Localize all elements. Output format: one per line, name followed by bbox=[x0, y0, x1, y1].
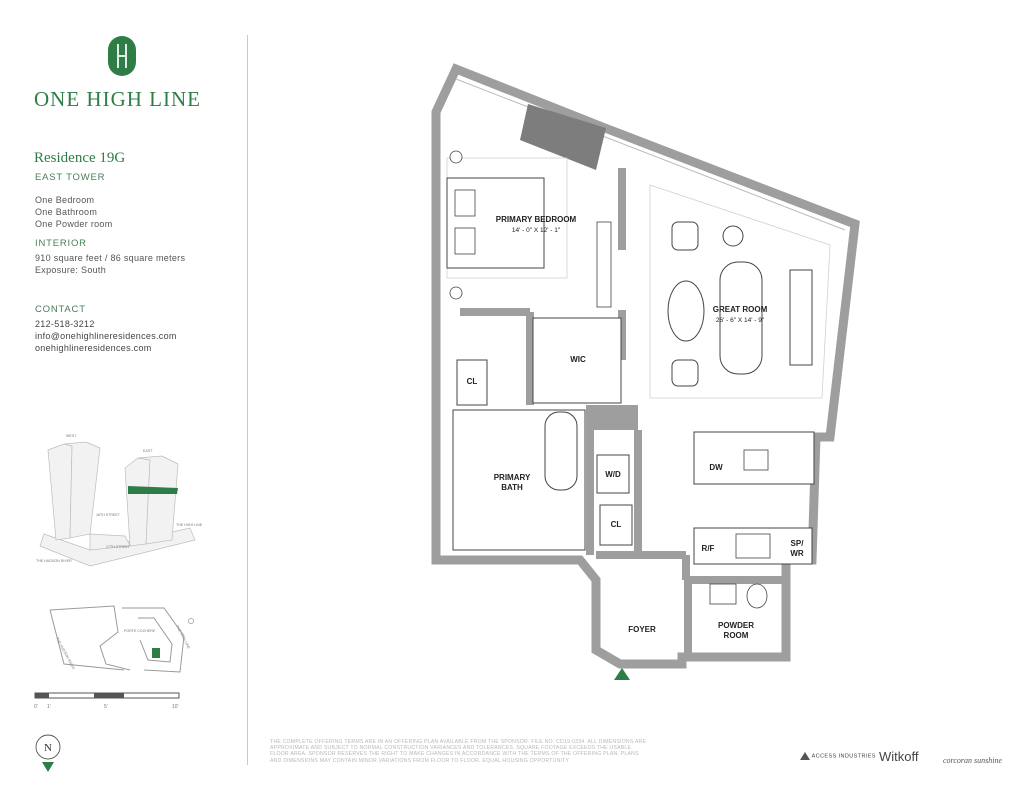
layout-summary: One Bedroom One Bathroom One Powder room bbox=[35, 194, 113, 230]
room-spwr-label-1: SP/ bbox=[791, 539, 805, 548]
room-great-dims: 26' - 6" X 14' - 9" bbox=[716, 317, 765, 324]
info-panel: ONE HIGH LINE Residence 19G EAST TOWER O… bbox=[0, 0, 248, 800]
interior-exposure: Exposure: South bbox=[35, 265, 107, 275]
room-wd-label: W/D bbox=[605, 470, 621, 479]
contact-phone[interactable]: 212-518-3212 bbox=[35, 319, 95, 329]
interior-info: 910 square feet / 86 square meters Expos… bbox=[35, 252, 185, 276]
massing-street2-label: 17TH STREET bbox=[106, 545, 131, 549]
room-foyer-label: FOYER bbox=[628, 625, 656, 634]
room-powder-label-2: ROOM bbox=[724, 631, 749, 640]
layout-bedrooms: One Bedroom bbox=[35, 195, 95, 205]
room-wic-label: WIC bbox=[570, 355, 586, 364]
room-closet-1-label: CL bbox=[467, 377, 478, 386]
residence-title: Residence 19G bbox=[34, 150, 126, 166]
room-bedroom-label: PRIMARY BEDROOM bbox=[496, 215, 577, 224]
building-massing-diagram: WEST EAST 18TH STREET THE HIGH LINE THE … bbox=[36, 434, 203, 567]
room-closet-2-label: CL bbox=[611, 520, 622, 529]
room-bedroom-dims: 14' - 0" X 12' - 1" bbox=[512, 227, 561, 234]
panel-divider bbox=[247, 35, 248, 765]
contact-info: 212-518-3212 info@onehighlineresidences.… bbox=[35, 318, 177, 354]
highlighted-floor-band bbox=[128, 486, 178, 494]
room-bath-label-2: BATH bbox=[501, 483, 523, 492]
massing-west-label: WEST bbox=[66, 434, 77, 438]
interior-heading: INTERIOR bbox=[35, 238, 87, 249]
scale-tick-5: 5' bbox=[104, 704, 108, 710]
brand-logo-icon bbox=[108, 36, 136, 76]
north-letter: N bbox=[44, 742, 52, 754]
room-dw-label: DW bbox=[709, 463, 723, 472]
room-great-label: GREAT ROOM bbox=[713, 305, 768, 314]
site-compass-icon bbox=[188, 618, 194, 624]
contact-heading: CONTACT bbox=[35, 304, 86, 315]
room-rf-label: R/F bbox=[702, 544, 715, 553]
site-court-label: PORTE COCHERE bbox=[124, 629, 156, 633]
structural-column bbox=[520, 104, 606, 170]
contact-email[interactable]: info@onehighlineresidences.com bbox=[35, 331, 177, 341]
interior-size: 910 square feet / 86 square meters bbox=[35, 253, 186, 263]
tower-label: EAST TOWER bbox=[35, 172, 106, 183]
scale-tick-1: 1' bbox=[47, 704, 51, 710]
layout-powder: One Powder room bbox=[35, 219, 113, 229]
partner-witkoff-logo: Witkoff bbox=[879, 749, 919, 764]
site-building-marker bbox=[152, 648, 160, 658]
partner-corcoran-logo: corcoran sunshine bbox=[943, 756, 1003, 765]
massing-river-label: THE HUDSON RIVER bbox=[36, 559, 72, 563]
layout-bathrooms: One Bathroom bbox=[35, 207, 98, 217]
site-map: THE HUDSON RIVER THE HIGH LINE PORTE COC… bbox=[49, 605, 194, 673]
north-arrow-icon: N bbox=[35, 734, 61, 772]
massing-highline-label: THE HIGH LINE bbox=[176, 523, 203, 527]
access-triangle-icon bbox=[800, 752, 810, 760]
entry-marker-icon bbox=[614, 668, 630, 680]
brand-name: ONE HIGH LINE bbox=[34, 87, 201, 111]
massing-street-label: 18TH STREET bbox=[96, 513, 121, 517]
scale-tick-10: 10' bbox=[172, 704, 179, 710]
scale-bar: 0' 1' 5' 10' bbox=[34, 692, 180, 710]
partner-access-logo: ACCESS INDUSTRIES bbox=[800, 752, 876, 760]
room-bath-label-1: PRIMARY bbox=[494, 473, 531, 482]
room-powder-label-1: POWDER bbox=[718, 621, 754, 630]
contact-website[interactable]: onehighlineresidences.com bbox=[35, 343, 152, 353]
massing-east-label: EAST bbox=[143, 449, 153, 453]
legal-fineprint: THE COMPLETE OFFERING TERMS ARE IN AN OF… bbox=[270, 739, 647, 764]
scale-tick-0: 0' bbox=[34, 704, 38, 710]
room-spwr-label-2: WR bbox=[790, 549, 804, 558]
